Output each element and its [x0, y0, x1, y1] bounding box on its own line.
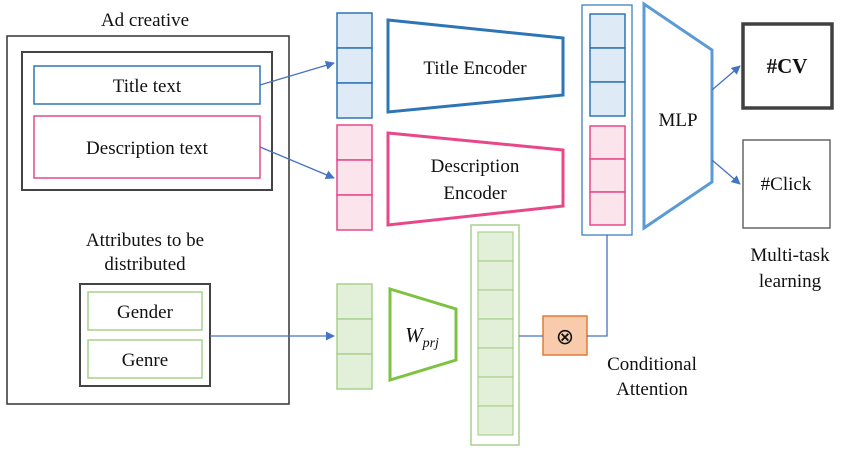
projection-shape — [388, 286, 458, 383]
description-encoder-label-line2: Encoder — [443, 183, 507, 204]
description-text-label: Description text — [86, 138, 209, 159]
genre-box — [87, 339, 203, 379]
attributes-label-line1: Attributes to be — [86, 230, 204, 251]
gender-box — [87, 291, 203, 331]
encoded-vector-column — [581, 4, 633, 236]
connectors — [210, 60, 741, 341]
click-output-label: #Click — [761, 174, 812, 195]
arrow-description-to-embedding — [259, 146, 335, 180]
cv-output-label: #CV — [767, 54, 808, 78]
description-encoder-shape — [386, 131, 565, 227]
title-text-label: Title text — [113, 76, 182, 97]
line-attention-to-encoded — [587, 235, 608, 337]
click-output-box — [742, 139, 831, 229]
title-encoder-label: Title Encoder — [423, 58, 527, 79]
multitask-label-line2: learning — [759, 271, 822, 292]
ad-creative-box — [6, 35, 290, 405]
arrow-mlp-to-cv — [711, 65, 741, 91]
arrow-title-to-embedding — [259, 60, 335, 86]
title-embedding-column — [336, 12, 373, 119]
multitask-label-line1: Multi-task — [750, 245, 830, 266]
mlp-label: MLP — [658, 110, 697, 131]
description-encoder-label-line1: Description — [431, 156, 520, 177]
mlp-shape — [642, 1, 714, 231]
gender-label: Gender — [117, 302, 174, 323]
title-encoder-shape — [386, 18, 565, 114]
attribute-embedding-column — [336, 283, 373, 390]
description-text-box — [33, 115, 261, 179]
projection-label: Wprj — [405, 323, 439, 351]
conditional-attention-label-line1: Conditional — [607, 354, 697, 375]
genre-label: Genre — [122, 350, 168, 371]
cv-output-box — [741, 22, 834, 110]
ad-creative-title: Ad creative — [101, 10, 189, 31]
description-embedding-column — [336, 124, 373, 231]
multiply-icon: ⊗ — [556, 325, 574, 350]
projected-attribute-column — [470, 224, 520, 446]
attributes-label-line2: distributed — [104, 254, 186, 275]
conditional-attention-label-line2: Attention — [616, 379, 688, 400]
attributes-box — [79, 283, 211, 387]
arrow-mlp-to-click — [711, 159, 741, 185]
text-inputs-box — [21, 51, 273, 191]
